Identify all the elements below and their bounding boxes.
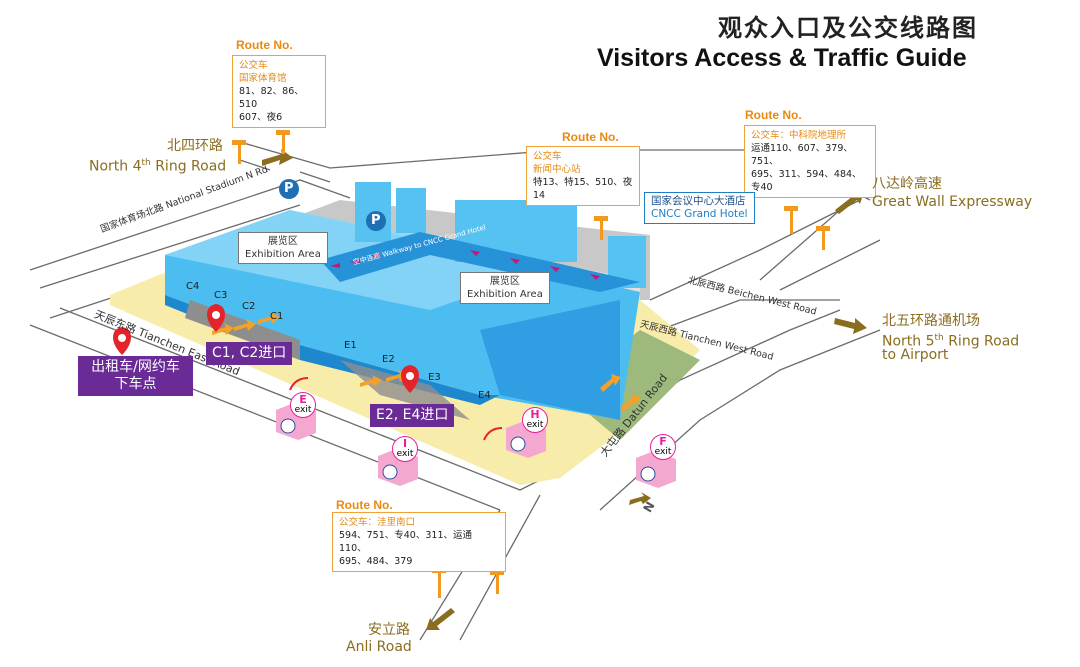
exit-f-badge: F exit xyxy=(650,434,676,460)
route-box: 公交车：洼里南口 594、751、专40、311、运通110、 695、484、… xyxy=(332,512,506,572)
title-en: Visitors Access & Traffic Guide xyxy=(597,44,967,72)
gate-e4: E4 xyxy=(478,390,491,401)
road-north5-cn: 北五环路通机场 xyxy=(882,313,980,329)
route-stop: 公交车：中科院地理所 xyxy=(751,130,847,141)
entry-arrows xyxy=(212,312,641,412)
route-stop: 公交车 国家体育馆 xyxy=(239,60,287,84)
title-cn: 观众入口及公交线路图 xyxy=(718,13,978,42)
road-north5-en: North 5th Ring Road xyxy=(882,333,1020,350)
route-stop: 公交车：洼里南口 xyxy=(339,517,416,528)
exit-e-badge: E exit xyxy=(290,392,316,418)
route-lines: 594、751、专40、311、运通110、 695、484、379 xyxy=(339,530,472,567)
gate-e3: E3 xyxy=(428,372,441,383)
gate-c4: C4 xyxy=(186,281,200,292)
route-lines: 81、82、86、510 607、夜6 xyxy=(239,86,304,123)
parking-icon xyxy=(279,179,299,199)
route-lines: 特13、特15、510、夜14 xyxy=(533,177,633,201)
road-north5-en3: to Airport xyxy=(882,347,949,363)
walkway xyxy=(320,232,640,292)
road-anli-cn: 安立路 xyxy=(368,622,410,638)
gate-c3: C3 xyxy=(214,290,228,301)
road-anli-en: Anli Road xyxy=(346,639,412,655)
route-stop: 公交车 新闻中心站 xyxy=(533,151,581,175)
parking-label: P xyxy=(371,213,381,228)
route-box: 公交车：中科院地理所 运通110、607、379、751、 695、311、59… xyxy=(744,125,876,198)
road-north4-cn: 北四环路 xyxy=(167,138,223,154)
entrance-e-label: E2, E4进口 xyxy=(370,404,455,427)
map-pins xyxy=(113,304,419,393)
gate-c2: C2 xyxy=(242,301,256,312)
walkway-arrows xyxy=(330,250,600,280)
route-box: 公交车 国家体育馆 81、82、86、510 607、夜6 xyxy=(232,55,326,128)
taxi-dropoff-label: 出租车/网约车 下车点 xyxy=(78,356,193,396)
gate-e1: E1 xyxy=(344,340,357,351)
gate-e2: E2 xyxy=(382,354,395,365)
road-great-wall-cn: 八达岭高速 xyxy=(872,176,942,192)
entrance-c-label: C1, C2进口 xyxy=(206,342,293,365)
route-box: 公交车 新闻中心站 特13、特15、510、夜14 xyxy=(526,146,640,206)
building-east-face xyxy=(480,300,620,420)
gate-c1: C1 xyxy=(270,311,284,322)
route-heading: Route No. xyxy=(336,498,393,512)
hotel-tower-2 xyxy=(396,188,426,233)
road-great-wall-en: Great Wall Expressway xyxy=(872,194,1033,210)
exit-h-badge: H exit xyxy=(522,407,548,433)
parking-label: P xyxy=(284,181,294,196)
parking-icon xyxy=(366,211,386,231)
exit-i-badge: I exit xyxy=(392,436,418,462)
route-lines: 运通110、607、379、751、 695、311、594、484、专40 xyxy=(751,143,862,193)
route-heading: Route No. xyxy=(745,108,802,122)
route-heading: Route No. xyxy=(562,130,619,144)
road-north4-en: North 4th Ring Road xyxy=(89,158,227,175)
route-heading: Route No. xyxy=(236,38,293,52)
